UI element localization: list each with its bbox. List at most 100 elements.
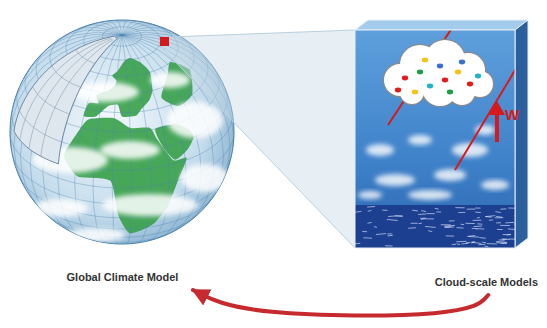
wave — [395, 215, 403, 216]
wave — [362, 231, 367, 232]
grid-cell-marker — [160, 37, 169, 46]
wave — [368, 210, 372, 212]
wave — [496, 241, 507, 243]
wave — [472, 242, 482, 244]
wave — [495, 211, 500, 213]
ocean — [355, 205, 515, 248]
cutaway — [14, 36, 118, 164]
wave — [484, 245, 488, 247]
wave — [466, 223, 475, 224]
particle — [475, 74, 481, 79]
big-cloud — [383, 39, 494, 107]
wave — [355, 211, 361, 213]
wave — [487, 243, 497, 244]
cloud — [150, 72, 190, 88]
wave — [501, 239, 509, 240]
cutaway-grid — [76, 49, 95, 63]
particle — [447, 90, 453, 95]
cloud — [102, 194, 198, 216]
wave — [387, 233, 392, 234]
wave — [441, 224, 451, 225]
wave — [376, 233, 386, 235]
cube-side — [515, 20, 528, 248]
model-caption: Global Climate Model — [67, 271, 179, 284]
cube-top — [355, 20, 528, 30]
wave — [467, 235, 475, 237]
cube-front — [355, 30, 515, 248]
wave — [509, 239, 515, 240]
velocity-label: W — [505, 106, 519, 123]
wave — [466, 242, 470, 244]
particle — [437, 64, 443, 69]
wave — [367, 222, 371, 224]
wave — [477, 217, 480, 219]
cube-contents — [355, 30, 515, 248]
cutaway-grid — [20, 38, 111, 140]
particle — [442, 78, 448, 83]
wave — [473, 220, 482, 221]
cloud — [181, 164, 229, 192]
model-region: Global Climate Model — [5, 5, 240, 290]
wave — [421, 218, 424, 220]
wave — [478, 244, 485, 246]
particle — [417, 70, 423, 75]
wave — [475, 212, 481, 213]
label-holder: W — [505, 106, 519, 124]
wave — [489, 219, 493, 220]
cloud-fill — [400, 80, 424, 104]
wave — [499, 239, 505, 240]
zoom-line — [169, 30, 355, 37]
wave — [477, 223, 482, 224]
wave — [461, 224, 465, 226]
wave — [503, 234, 511, 235]
wave — [457, 243, 460, 245]
feedback-arrow — [193, 290, 488, 316]
wave — [468, 236, 479, 238]
small-cloud — [366, 144, 394, 156]
wave — [421, 210, 426, 212]
small-cloud — [408, 190, 452, 200]
wave — [445, 226, 454, 227]
wave — [387, 219, 398, 221]
wave — [385, 245, 393, 246]
wave — [474, 226, 483, 228]
wave — [436, 211, 441, 212]
wave — [505, 222, 514, 223]
wave — [420, 218, 426, 219]
wave — [428, 230, 432, 232]
wave — [496, 222, 501, 223]
wave — [355, 243, 360, 245]
wave — [382, 210, 387, 211]
wave — [408, 227, 416, 229]
particle — [412, 90, 418, 95]
wave — [497, 242, 507, 244]
cube-edge — [355, 30, 515, 248]
cloud — [100, 141, 160, 159]
wave — [500, 225, 510, 226]
wave — [497, 229, 503, 230]
wave — [418, 213, 426, 215]
model-region: Cloud-scale Models — [350, 20, 542, 295]
wave — [425, 226, 436, 228]
wave — [507, 234, 511, 236]
wave — [456, 241, 466, 243]
particle — [467, 82, 473, 87]
wave — [419, 223, 422, 225]
cloud — [167, 102, 223, 138]
model-caption: Cloud-scale Models — [435, 276, 538, 289]
small-cloud — [434, 169, 466, 181]
cloud — [32, 199, 88, 217]
wave — [446, 235, 454, 236]
wave — [495, 217, 503, 218]
updraft-arrow — [495, 112, 499, 142]
wave — [476, 228, 484, 229]
wave — [449, 220, 455, 221]
zoom-line — [160, 46, 355, 248]
wave — [387, 235, 392, 237]
particle — [402, 76, 408, 81]
small-cloud — [481, 180, 509, 190]
cloud — [65, 228, 125, 242]
wave — [363, 237, 372, 238]
wave — [456, 227, 463, 228]
